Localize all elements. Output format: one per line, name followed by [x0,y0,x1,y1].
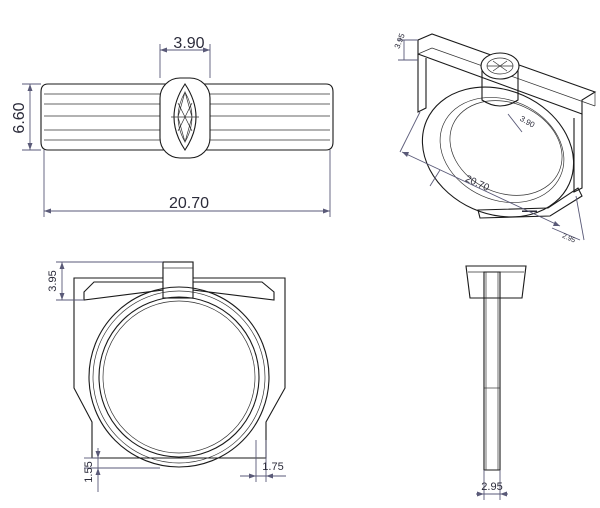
dim-label-front-top: 3.95 [47,270,59,291]
iso-shank-outer [421,86,575,218]
dim-arrow [203,47,210,53]
dim-extension-line [575,195,585,241]
dim-arrow [59,293,65,300]
side-view: 2.95 [465,265,527,500]
front-shank-inner-edge [102,300,256,454]
dim-arrow [266,473,273,479]
dim-line-iso-gem [507,113,523,133]
marquise-stone-facets [171,90,199,144]
dim-label-front-bottom: 1.55 [83,461,95,482]
dim-label-iso-top: 3.95 [393,32,407,50]
top-view-band-outline [40,83,334,151]
side-shank [483,271,501,471]
iso-left-leg [417,54,427,113]
dim-label-stone-width: 3.90 [173,35,204,52]
dim-arrow [27,143,33,150]
iso-top-plate-edge [417,47,433,55]
dim-arrow [477,491,484,497]
top-view-bezel [159,77,211,159]
dim-label-side-width: 2.95 [481,481,502,493]
dim-line-iso-width [401,151,561,227]
dim-arrow [249,473,256,479]
dim-extension-line [399,111,421,153]
dim-label-iso-width: 20.70 [463,174,491,194]
iso-gem-facets [487,60,513,72]
iso-right-leg [573,114,583,193]
dim-arrow [59,262,65,269]
top-view: 3.90 6.60 20.70 [11,35,334,217]
dim-arrow [27,84,33,91]
dim-label-iso-side: 2.95 [561,233,576,245]
marquise-stone-outline [173,83,197,151]
dim-arrow [402,152,409,157]
dim-label-overall-width: 20.70 [169,195,209,212]
dim-arrow [500,491,507,497]
iso-bottom-band [477,187,583,219]
front-shank-inner [98,296,260,458]
side-bezel [465,265,527,299]
dim-arrow [95,451,101,458]
dim-arrow [553,221,560,226]
dim-arrow [323,208,330,214]
dim-label-iso-gem: 3.90 [518,114,536,130]
dim-arrow [95,468,101,475]
iso-band-mark: ▬▬▬ [522,208,537,214]
dim-label-front-side: 1.75 [262,461,283,473]
front-bezel [162,261,194,299]
dim-extension-line [429,169,441,187]
iso-shank-inner-edge [449,100,563,196]
front-shank-outer-edge [92,290,266,464]
dim-arrow [160,47,167,53]
dim-line-iso-side [551,227,581,241]
isometric-view: ▬▬▬ 3.95 3.90 20.70 2.95 [393,32,597,245]
dim-label-band-height: 6.60 [11,102,28,133]
dim-arrow [44,208,51,214]
front-view: 3.95 1.55 1.75 [47,261,286,492]
iso-shank-inner [439,97,565,203]
iso-bezel [481,64,519,107]
iso-top-plate-edge [431,47,596,107]
front-shank-outer [88,286,270,468]
